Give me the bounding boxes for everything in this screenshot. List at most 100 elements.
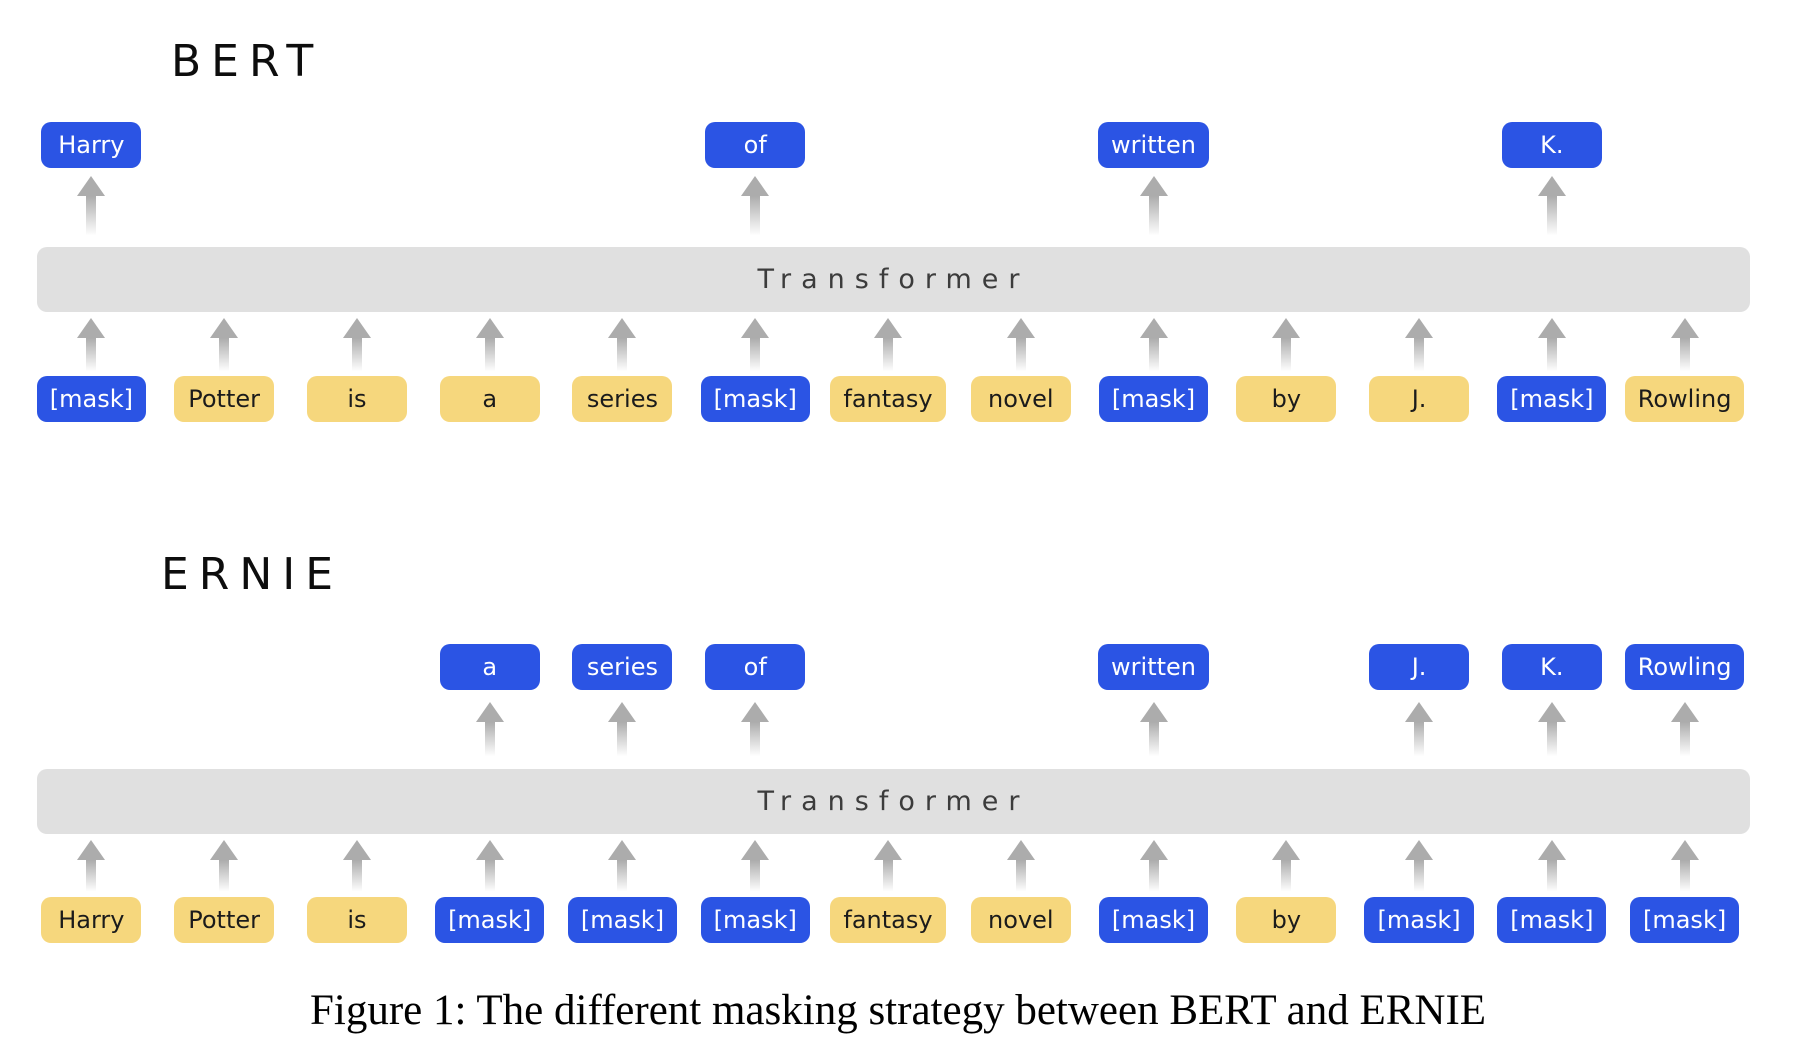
arrow-head — [475, 318, 504, 338]
token-cell: [mask] — [1087, 897, 1220, 943]
token-cell — [1485, 318, 1618, 375]
arrow-head — [1670, 840, 1699, 860]
ernie-output-arrows — [25, 702, 1751, 760]
token-cell: [mask] — [1485, 897, 1618, 943]
token-cell: J. — [1353, 644, 1486, 690]
arrow-head — [1006, 318, 1035, 338]
token-cell — [689, 318, 822, 375]
arrow-stem — [484, 860, 495, 895]
token-cell — [689, 176, 822, 240]
arrow-head — [608, 702, 637, 722]
token-cell — [1353, 702, 1486, 760]
token-cell — [158, 176, 291, 240]
token-cell — [822, 122, 955, 168]
token-box: Potter — [174, 376, 275, 422]
token-cell — [423, 122, 556, 168]
arrow-stem — [882, 860, 893, 895]
token-cell — [556, 176, 689, 240]
token-cell: a — [423, 376, 556, 422]
token-cell: novel — [954, 897, 1087, 943]
token-cell — [1618, 702, 1751, 760]
arrow-stem — [1679, 860, 1690, 895]
arrow-head — [1537, 840, 1566, 860]
token-box: J. — [1369, 376, 1470, 422]
bert-title: BERT — [171, 36, 324, 87]
token-box: is — [306, 897, 407, 943]
masked-token-box: [mask] — [1497, 376, 1607, 422]
token-cell: Potter — [158, 897, 291, 943]
token-cell: [mask] — [689, 897, 822, 943]
up-arrow-icon — [741, 176, 770, 240]
masked-token-box: [mask] — [1098, 897, 1209, 943]
token-cell: written — [1087, 122, 1220, 168]
token-cell — [158, 644, 291, 690]
token-cell — [158, 702, 291, 760]
token-box: fantasy — [830, 376, 946, 422]
arrow-stem — [750, 860, 761, 895]
bert-transformer-label: Transformer — [757, 264, 1030, 295]
token-cell: Harry — [25, 122, 158, 168]
arrow-stem — [1281, 860, 1292, 895]
up-arrow-icon — [1139, 840, 1168, 895]
up-arrow-icon — [1272, 840, 1301, 895]
arrow-stem — [1679, 722, 1690, 760]
arrow-stem — [86, 338, 97, 375]
arrow-head — [1006, 840, 1035, 860]
up-arrow-icon — [1670, 840, 1699, 895]
up-arrow-icon — [1537, 840, 1566, 895]
arrow-stem — [617, 722, 628, 760]
arrow-head — [741, 318, 770, 338]
arrow-head — [873, 318, 902, 338]
arrow-head — [1139, 702, 1168, 722]
token-cell — [423, 176, 556, 240]
arrow-head — [1537, 318, 1566, 338]
token-cell — [556, 318, 689, 375]
arrow-stem — [1546, 196, 1557, 240]
arrow-stem — [1546, 860, 1557, 895]
token-cell: fantasy — [822, 897, 955, 943]
arrow-stem — [484, 722, 495, 760]
token-cell: of — [689, 644, 822, 690]
output-token-box: written — [1098, 644, 1210, 690]
token-cell: [mask] — [1353, 897, 1486, 943]
token-box: a — [439, 376, 540, 422]
token-cell: [mask] — [25, 376, 158, 422]
token-cell: K. — [1485, 644, 1618, 690]
token-cell — [954, 702, 1087, 760]
token-box: Harry — [41, 897, 142, 943]
token-cell — [556, 702, 689, 760]
masked-token-box: [mask] — [435, 897, 545, 943]
up-arrow-icon — [1405, 318, 1434, 375]
arrow-stem — [750, 196, 761, 240]
arrow-head — [1272, 318, 1301, 338]
arrow-head — [475, 702, 504, 722]
token-cell — [954, 318, 1087, 375]
token-cell — [1485, 840, 1618, 895]
arrow-stem — [1414, 338, 1425, 375]
token-cell: K. — [1485, 122, 1618, 168]
token-cell — [822, 318, 955, 375]
token-cell: Potter — [158, 376, 291, 422]
token-cell — [1087, 840, 1220, 895]
up-arrow-icon — [1670, 318, 1699, 375]
output-token-box: Harry — [41, 122, 142, 168]
token-cell — [1220, 840, 1353, 895]
token-cell — [689, 702, 822, 760]
masked-token-box: [mask] — [700, 376, 810, 422]
up-arrow-icon — [741, 318, 770, 375]
arrow-stem — [1546, 338, 1557, 375]
output-token-box: a — [439, 644, 540, 690]
output-token-box: series — [572, 644, 673, 690]
token-box: novel — [970, 897, 1071, 943]
arrow-head — [1670, 702, 1699, 722]
arrow-stem — [1015, 860, 1026, 895]
token-cell — [689, 840, 822, 895]
ernie-input-arrows — [25, 840, 1751, 895]
arrow-head — [1139, 318, 1168, 338]
token-box: by — [1236, 376, 1337, 422]
arrow-head — [741, 840, 770, 860]
